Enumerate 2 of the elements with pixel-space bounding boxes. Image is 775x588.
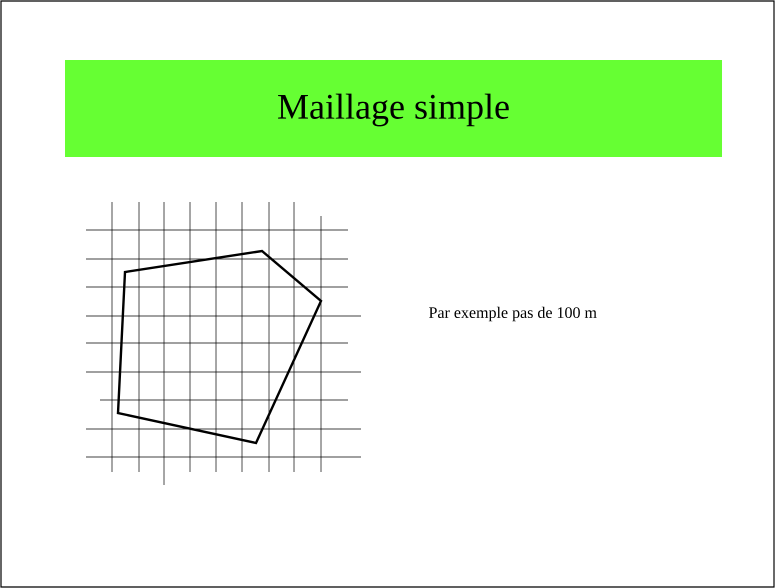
note-text: Par exemple pas de 100 m <box>429 306 597 322</box>
title-banner: Maillage simple <box>65 60 722 157</box>
